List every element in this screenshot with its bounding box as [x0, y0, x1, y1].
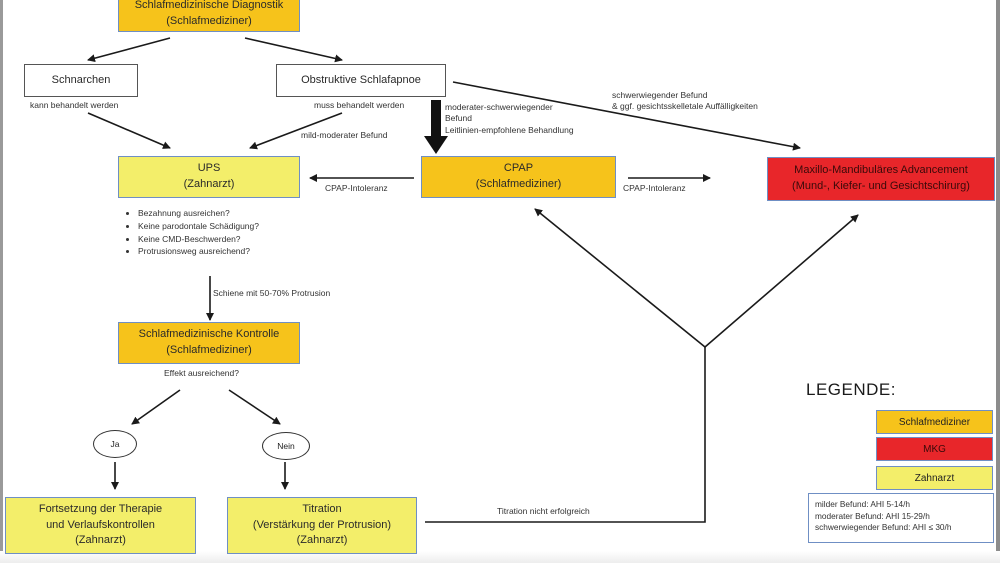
line-titration-not-successful — [425, 347, 706, 523]
arrow-diagnostik-to-osa — [244, 37, 343, 63]
arrow-kontrolle-to-nein — [228, 389, 281, 425]
legend-item-mkg: MKG — [876, 437, 993, 461]
legend-item-schlafmediziner: Schlafmediziner — [876, 410, 993, 434]
node-subtitle: (Schlafmediziner) — [475, 178, 562, 190]
node-title: Fortsetzung der Therapie — [38, 502, 163, 515]
label-line: Leitlinien-empfohlene Behandlung — [445, 124, 574, 135]
checklist-item: Protrusionsweg ausreichend? — [138, 245, 259, 258]
image-border-right — [996, 0, 1000, 563]
arrow-diagnostik-to-schnarchen — [87, 37, 171, 63]
node-cpap: CPAP (Schlafmediziner) — [421, 156, 616, 198]
label-line: moderater-schwerwiegender — [445, 102, 553, 112]
legend-label: Zahnarzt — [914, 472, 955, 484]
arrow-osa-to-ups — [249, 112, 343, 150]
arrow-osa-to-mma — [452, 81, 801, 151]
arrow-kontrolle-to-ja — [131, 389, 181, 425]
thick-arrow-osa-to-cpap — [424, 100, 448, 154]
definition-line: milder Befund: AHI 5-14/h — [815, 499, 911, 509]
arrow-fork-to-cpap — [534, 208, 706, 348]
node-title: Schlafmedizinische Diagnostik — [134, 0, 284, 12]
legend-label: Schlafmediziner — [898, 416, 971, 428]
decision-ja: Ja — [93, 430, 137, 458]
decision-label: Nein — [277, 441, 295, 451]
legend-label: MKG — [923, 443, 946, 455]
label-schiene-protrusion: Schiene mit 50-70% Protrusion — [213, 288, 331, 298]
decision-label: Ja — [110, 439, 120, 449]
image-border-left — [0, 0, 3, 563]
node-title: Schlafmedizinische Kontrolle — [138, 328, 280, 341]
node-obstruktive-schlafapnoe: Obstruktive Schlafapnoe — [276, 64, 446, 97]
node-line2: (Verstärkung der Protrusion) — [252, 518, 392, 531]
node-subtitle: (Schlafmediziner) — [166, 344, 252, 356]
label-kann-behandelt-werden: kann behandelt werden — [30, 100, 119, 110]
label-moderater-schwerwiegender-befund: moderater-schwerwiegender Befund Leitlin… — [445, 102, 574, 136]
node-maxillo-mandibulaeres-advancement: Maxillo-Mandibuläres Advancement (Mund-,… — [767, 157, 995, 201]
checklist-item: Bezahnung ausreichen? — [138, 207, 259, 220]
label-line: & ggf. gesichtsskelletale Auffälligkeite… — [612, 101, 758, 112]
node-title: Maxillo-Mandibuläres Advancement — [794, 164, 968, 177]
label-titration-nicht-erfolgreich: Titration nicht erfolgreich — [497, 506, 590, 516]
node-fortsetzung-der-therapie: Fortsetzung der Therapie und Verlaufskon… — [5, 497, 196, 554]
node-titration: Titration (Verstärkung der Protrusion) (… — [227, 497, 417, 554]
node-line2: und Verlaufskontrollen — [46, 518, 155, 531]
node-title: UPS — [197, 162, 221, 175]
legend-title: LEGENDE: — [806, 380, 896, 399]
checklist-item: Keine parodontale Schädigung? — [138, 220, 259, 233]
node-schnarchen: Schnarchen — [24, 64, 138, 97]
label-line: schwerwiegender Befund — [612, 90, 708, 100]
label-effekt-ausreichend: Effekt ausreichend? — [164, 368, 239, 378]
node-title: CPAP — [503, 162, 534, 175]
node-subtitle: (Zahnarzt) — [183, 178, 235, 190]
label-line: Befund — [445, 113, 472, 124]
node-subtitle: (Zahnarzt) — [296, 534, 348, 547]
arrow-fork-to-mma — [704, 214, 859, 348]
node-subtitle: (Schlafmediziner) — [166, 15, 252, 27]
node-subtitle: (Mund-, Kiefer- und Gesichtschirurg) — [792, 180, 970, 192]
node-title: Obstruktive Schlafapnoe — [301, 73, 421, 86]
label-cpap-intoleranz-right: CPAP-Intoleranz — [623, 183, 686, 193]
label-mild-moderater-befund: mild-moderater Befund — [301, 130, 388, 140]
ups-checklist: Bezahnung ausreichen? Keine parodontale … — [122, 207, 259, 258]
decision-nein: Nein — [262, 432, 310, 460]
node-ups: UPS (Zahnarzt) — [118, 156, 300, 198]
node-subtitle: (Zahnarzt) — [75, 534, 126, 547]
node-schlafmedizinische-kontrolle: Schlafmedizinische Kontrolle (Schlafmedi… — [118, 322, 300, 364]
node-schlafmedizinische-diagnostik: Schlafmedizinische Diagnostik (Schlafmed… — [118, 0, 300, 32]
arrow-schnarchen-to-ups — [87, 112, 171, 149]
image-border-bottom — [0, 551, 1000, 563]
legend-item-zahnarzt: Zahnarzt — [876, 466, 993, 490]
label-cpap-intoleranz-left: CPAP-Intoleranz — [325, 183, 388, 193]
label-schwerwiegender-befund: schwerwiegender Befund & ggf. gesichtssk… — [612, 90, 758, 113]
definition-line: moderater Befund: AHI 15-29/h — [815, 510, 930, 521]
legend-severity-definitions: milder Befund: AHI 5-14/h moderater Befu… — [808, 493, 994, 543]
definition-line: schwerwiegender Befund: AHI ≤ 30/h — [815, 522, 952, 533]
node-title: Schnarchen — [51, 73, 111, 86]
label-muss-behandelt-werden: muss behandelt werden — [314, 100, 405, 110]
node-title: Titration — [302, 502, 342, 515]
checklist-item: Keine CMD-Beschwerden? — [138, 233, 259, 246]
